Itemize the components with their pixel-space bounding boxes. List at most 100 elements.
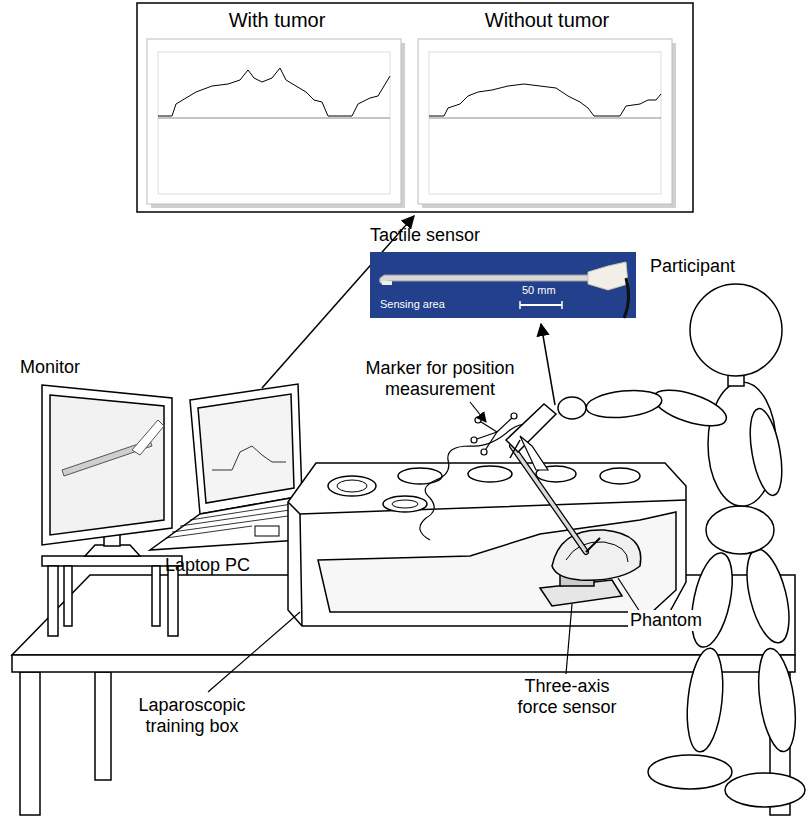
participant-figure xyxy=(684,549,739,650)
position-marker xyxy=(475,417,481,423)
plot-panel: Without tumor xyxy=(418,6,676,206)
training-box xyxy=(288,463,686,626)
monitor xyxy=(168,566,178,636)
position-marker xyxy=(474,432,497,440)
participant-figure xyxy=(650,383,731,433)
plot-panel xyxy=(429,84,661,116)
sensor-photo xyxy=(382,281,392,285)
instrument xyxy=(586,538,600,552)
laptop xyxy=(150,496,302,550)
training-box xyxy=(318,512,676,612)
plot-panel: With tumor xyxy=(147,6,407,206)
panel-title: Without tumor xyxy=(418,6,676,34)
part-name: Participant xyxy=(650,256,790,277)
plot-panel xyxy=(429,118,661,119)
leader-line xyxy=(618,578,640,612)
monitor xyxy=(50,395,164,535)
part-name: Three-axis force sensor xyxy=(506,676,628,718)
part-name: Laparoscopic training box xyxy=(128,695,256,737)
participant-figure xyxy=(706,506,774,554)
laptop xyxy=(190,384,302,514)
plot-panel xyxy=(158,68,390,116)
training-box xyxy=(300,514,302,626)
sensor-photo xyxy=(519,301,521,309)
plot-panel xyxy=(158,52,390,194)
plot-panel xyxy=(429,52,661,194)
phantom xyxy=(566,542,628,562)
leader-arrow xyxy=(541,324,555,405)
training-box xyxy=(392,500,418,508)
training-box xyxy=(398,468,442,484)
panel-title: With tumor xyxy=(147,6,407,34)
position-marker xyxy=(471,437,477,443)
participant-figure xyxy=(725,773,805,807)
part-name: Monitor xyxy=(20,357,140,378)
instrument xyxy=(520,436,548,470)
participant-figure xyxy=(558,397,586,419)
sensor-photo xyxy=(588,262,628,290)
laptop xyxy=(198,394,294,503)
phantom xyxy=(552,530,641,580)
laptop xyxy=(166,526,252,538)
sensor-photo xyxy=(370,252,636,318)
plot-panel xyxy=(418,39,672,204)
plot-panel xyxy=(418,39,676,208)
instrument xyxy=(512,446,586,552)
training-box xyxy=(288,500,686,514)
leader-line xyxy=(208,612,300,692)
monitor xyxy=(42,385,182,636)
instrument xyxy=(510,440,520,458)
participant-figure xyxy=(739,545,797,647)
photo-annotation: Sensing area xyxy=(380,298,445,311)
plot-panel xyxy=(158,118,390,119)
phantom xyxy=(540,530,641,606)
training-box xyxy=(337,480,367,492)
participant-figure xyxy=(558,284,805,807)
laptop xyxy=(255,526,279,536)
laptop xyxy=(150,384,302,550)
monitor xyxy=(152,566,160,626)
table xyxy=(12,655,795,672)
participant-figure xyxy=(690,284,782,376)
monitor xyxy=(64,566,72,626)
sensor-photo: Tactile sensorSensing area 50 mm xyxy=(370,224,640,320)
participant-figure xyxy=(648,755,732,789)
leader-line xyxy=(566,604,572,674)
monitor xyxy=(48,566,58,636)
sensor-photo xyxy=(561,301,563,309)
instrument xyxy=(420,404,600,552)
plot-panel xyxy=(147,39,401,204)
monitor xyxy=(132,420,164,455)
participant-figure xyxy=(753,646,801,754)
training-box xyxy=(600,468,640,484)
sensor-photo xyxy=(520,304,562,306)
position-marker xyxy=(511,413,517,419)
participant-figure xyxy=(683,647,728,754)
training-box xyxy=(288,463,686,626)
participant-figure xyxy=(585,387,663,421)
part-name: Laptop PC xyxy=(165,555,285,576)
position-marker xyxy=(471,413,517,455)
sensor-photo xyxy=(370,252,636,318)
sensor-photo xyxy=(380,275,591,284)
plot-frame xyxy=(137,3,693,212)
laptop xyxy=(212,446,286,470)
part-name: Tactile sensor xyxy=(370,224,640,246)
position-marker xyxy=(481,449,487,455)
plot-frame xyxy=(137,3,693,212)
table xyxy=(95,672,111,780)
dimension: 50 mm xyxy=(522,284,556,297)
training-box xyxy=(383,496,427,512)
leader-line xyxy=(470,402,486,422)
table xyxy=(20,672,40,815)
part-name: Marker for position measurement xyxy=(345,358,535,400)
training-box xyxy=(468,466,512,482)
instrument xyxy=(512,446,586,552)
monitor xyxy=(42,385,172,545)
part-name: Phantom xyxy=(628,610,704,631)
participant-figure xyxy=(745,406,788,498)
training-box xyxy=(328,476,376,496)
leader-line xyxy=(208,402,640,692)
